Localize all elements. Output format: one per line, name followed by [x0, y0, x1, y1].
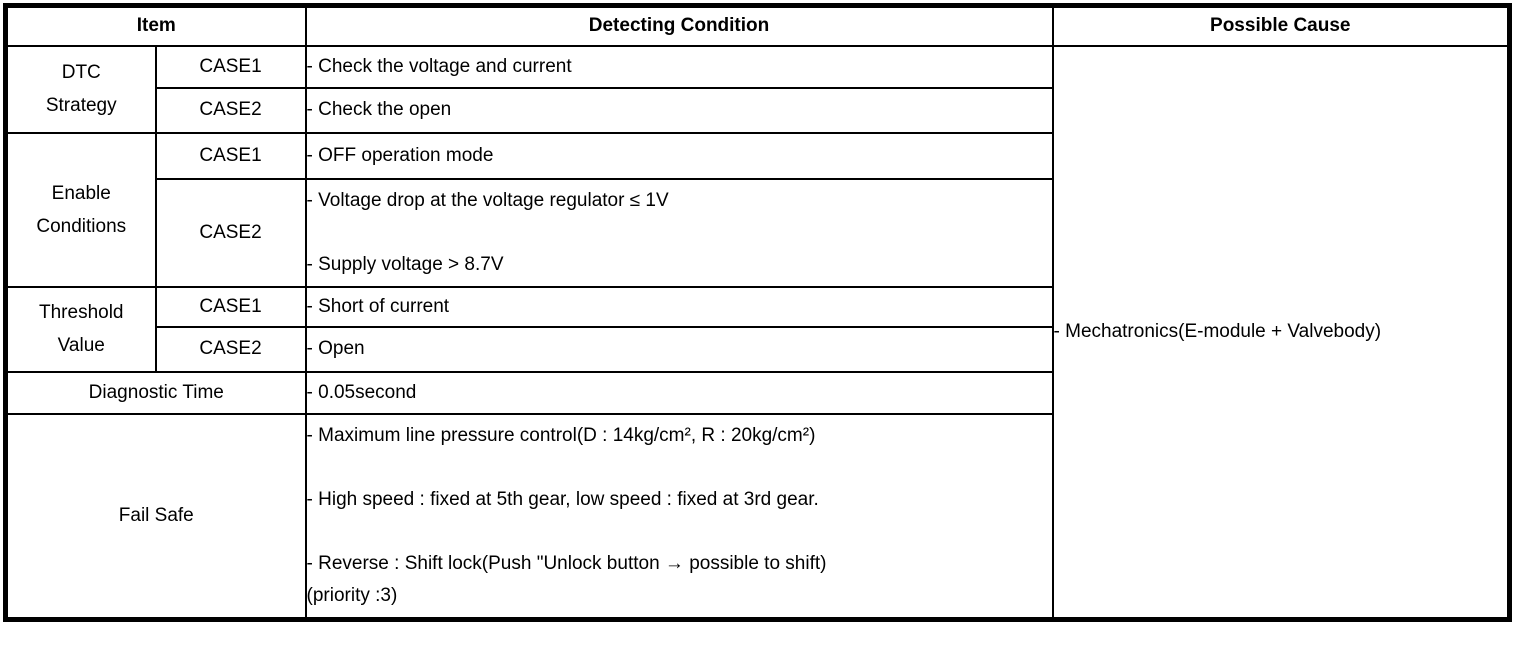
dtc-strategy-case1-condition: - Check the voltage and current	[304, 44, 1054, 89]
table-row: DTC Strategy CASE1 - Check the voltage a…	[4, 44, 1511, 621]
diagnostic-time-label: Diagnostic Time	[4, 370, 307, 415]
enable-conditions-case1-label: CASE1	[154, 131, 307, 180]
header-row: Item Detecting Condition Possible Cause	[4, 4, 1511, 47]
diagnostic-table: Item Detecting Condition Possible Cause …	[3, 3, 1513, 622]
enable-conditions-label: Enable Conditions	[4, 131, 157, 288]
fail-safe-label: Fail Safe	[4, 412, 307, 621]
possible-cause-cell: - Mechatronics(E-module + Valvebody)	[1051, 44, 1511, 621]
table-row: Enable Conditions CASE1 - OFF operation …	[4, 131, 1510, 288]
table-row: CASE2 - Voltage drop at the voltage regu…	[6, 177, 1510, 288]
threshold-value-case1-condition: - Short of current	[304, 285, 1054, 328]
table-row: Diagnostic Time - 0.05second	[4, 370, 1510, 415]
table-row: Fail Safe - Maximum line pressure contro…	[4, 412, 1510, 621]
table-row: CASE2 - Check the open	[6, 86, 1510, 134]
enable-conditions-case1-condition: - OFF operation mode	[304, 131, 1054, 180]
dtc-strategy-case2-condition: - Check the open	[304, 86, 1054, 134]
threshold-value-case2-condition: - Open	[304, 325, 1054, 373]
header-item: Item	[4, 4, 307, 47]
fail-safe-condition: - Maximum line pressure control(D : 14kg…	[304, 412, 1054, 621]
threshold-value-label: Threshold Value	[4, 285, 157, 373]
table-row: CASE2 - Open	[6, 325, 1510, 373]
threshold-value-case2-label: CASE2	[154, 325, 307, 373]
table-row: Threshold Value CASE1 - Short of current	[4, 285, 1510, 373]
header-detecting-condition: Detecting Condition	[304, 4, 1054, 47]
header-possible-cause: Possible Cause	[1051, 4, 1511, 47]
enable-conditions-case2-condition: - Voltage drop at the voltage regulator …	[304, 177, 1054, 288]
dtc-strategy-case1-label: CASE1	[154, 44, 307, 89]
diagnostic-table-frame: Item Detecting Condition Possible Cause …	[3, 3, 1513, 622]
dtc-strategy-case2-label: CASE2	[154, 86, 307, 134]
threshold-value-case1-label: CASE1	[154, 285, 307, 328]
enable-conditions-case2-label: CASE2	[154, 177, 307, 288]
dtc-strategy-label: DTC Strategy	[4, 44, 157, 134]
diagnostic-time-condition: - 0.05second	[304, 370, 1054, 415]
